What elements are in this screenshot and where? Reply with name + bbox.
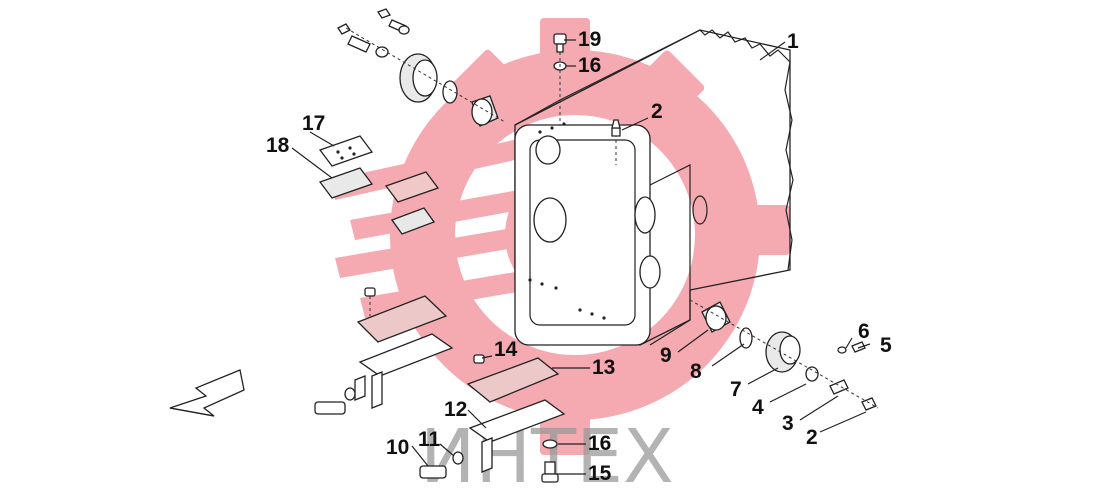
callout-14: 14 xyxy=(494,338,518,361)
frame-housing xyxy=(514,29,794,346)
leader-lines xyxy=(291,39,871,475)
callout-8: 8 xyxy=(690,360,702,383)
callout-7: 7 xyxy=(730,378,742,401)
callout-16-top: 16 xyxy=(578,54,601,77)
callout-2-top: 2 xyxy=(651,100,663,123)
callout-19: 19 xyxy=(578,28,601,51)
direction-arrow-icon xyxy=(169,369,245,417)
top-bolt-assembly xyxy=(553,33,621,165)
pads-left xyxy=(318,135,440,235)
lower-center-assembly xyxy=(419,354,566,483)
callout-12: 12 xyxy=(444,398,467,421)
callouts: 1 2 2 3 4 5 6 7 8 9 10 11 12 13 14 15 16… xyxy=(266,28,892,485)
callout-16-bottom: 16 xyxy=(588,432,611,455)
callout-10: 10 xyxy=(386,436,409,459)
callout-18: 18 xyxy=(266,134,290,157)
lower-left-assembly xyxy=(314,287,454,415)
callout-13: 13 xyxy=(592,356,615,379)
callout-3: 3 xyxy=(782,412,794,435)
callout-2-bottom: 2 xyxy=(806,426,818,449)
callout-9: 9 xyxy=(660,344,672,367)
callout-11: 11 xyxy=(418,428,441,451)
callout-5: 5 xyxy=(880,334,892,357)
callout-6: 6 xyxy=(858,320,870,343)
callout-4: 4 xyxy=(752,396,764,419)
callout-1: 1 xyxy=(787,30,799,53)
left-top-assembly xyxy=(337,8,506,127)
callout-15: 15 xyxy=(588,462,612,485)
callout-17: 17 xyxy=(302,112,325,135)
right-assembly xyxy=(689,299,879,411)
